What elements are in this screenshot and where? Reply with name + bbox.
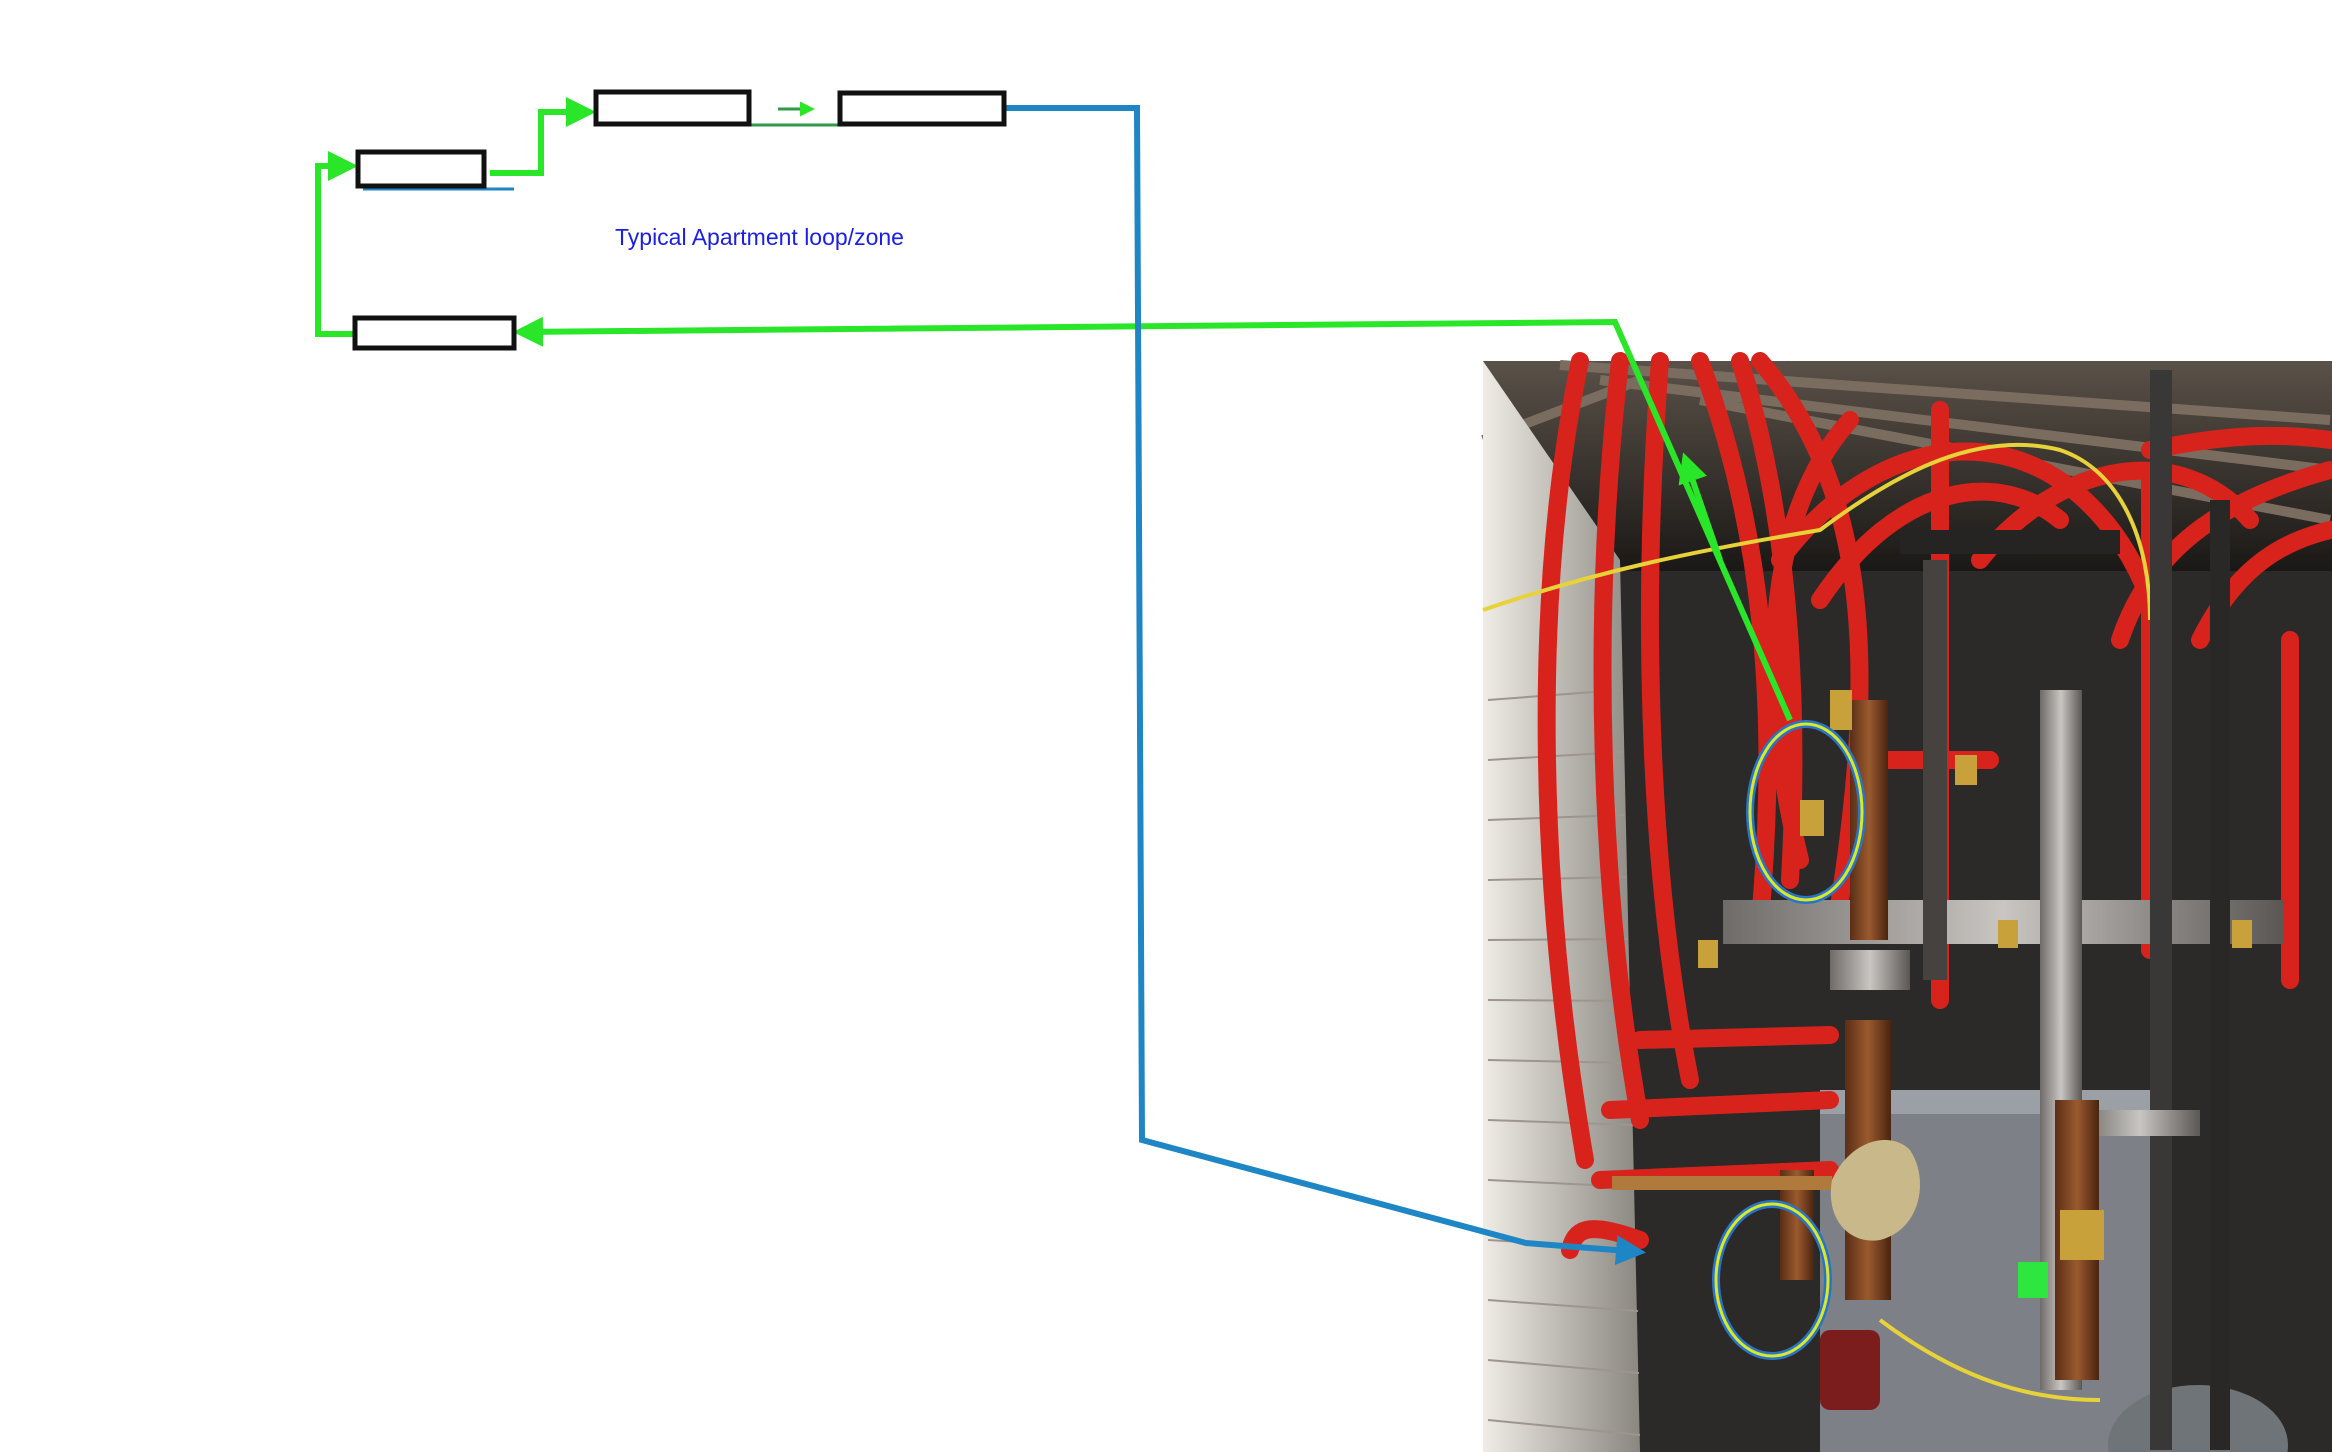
- supply-line-to-zone: [513, 316, 1793, 722]
- loop-line-left: [315, 151, 358, 337]
- photo-ceiling-joists: [1481, 360, 2331, 525]
- photo-highlight-ring-supply: [1746, 720, 1866, 904]
- supply-line-photo-arrow: [1678, 452, 1723, 561]
- boiler-room-photo: [1481, 352, 2332, 1452]
- photo-circulator-pump: [1820, 1330, 1880, 1410]
- radiator-2: [593, 89, 752, 127]
- loop-line-top: [490, 97, 596, 176]
- radiator-3: [837, 90, 1007, 127]
- photo-highlight-ring-return: [1712, 1200, 1832, 1360]
- zone-caption: Typical Apartment loop/zone: [615, 224, 904, 250]
- radiator-4: [352, 315, 517, 351]
- photo-brass-valves: [1698, 690, 2252, 1260]
- photo-rag: [1830, 1140, 1920, 1241]
- radiator-1: [355, 149, 487, 189]
- return-line-to-boiler: [1006, 105, 1646, 1266]
- photo-green-tag: [2018, 1262, 2048, 1298]
- photo-yellow-wire: [1482, 442, 2152, 1402]
- photo-rusty-pipes: [1612, 700, 2099, 1380]
